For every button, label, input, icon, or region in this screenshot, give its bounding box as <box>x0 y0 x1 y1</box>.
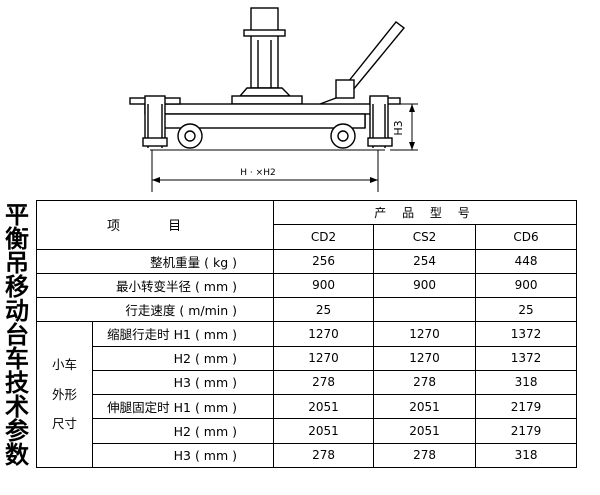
cell: 2179 <box>475 418 578 444</box>
cell: 278 <box>273 369 375 396</box>
table-row: 行走速度 ( m/min ) 25 25 <box>35 297 578 323</box>
cell: 1270 <box>373 345 477 371</box>
row-label: H3 ( mm ) <box>91 442 275 469</box>
model-header: CS2 <box>373 224 477 250</box>
cell: 2051 <box>373 394 477 420</box>
item-header: 项 目 <box>35 200 275 250</box>
cell: 2051 <box>273 394 375 420</box>
cell <box>373 297 477 323</box>
model-header: CD6 <box>475 224 578 250</box>
cell: 278 <box>273 442 375 469</box>
cell: 25 <box>273 297 375 323</box>
left-wheel <box>177 123 203 149</box>
cell: 254 <box>373 248 477 274</box>
right-wheel <box>330 123 356 149</box>
cell: 1270 <box>273 345 375 371</box>
spec-table: 项 目 产 品 型 号 CD2 CS2 CD6 整机重量 ( kg ) 256 … <box>35 199 578 469</box>
side-title-char: 平 <box>5 201 29 229</box>
table-row: H2 ( mm ) 2051 2051 2179 <box>37 418 578 444</box>
table-row: H3 ( mm ) 278 278 318 <box>37 442 578 469</box>
row-label: H2 ( mm ) <box>91 345 275 371</box>
cell: 278 <box>373 442 477 469</box>
cell: 1372 <box>475 345 578 371</box>
table-row: H2 ( mm ) 1270 1270 1372 <box>37 345 578 371</box>
row-label: 行走速度 ( m/min ) <box>35 297 275 323</box>
dim-height-label: H3 <box>392 120 405 135</box>
cell: 448 <box>475 248 578 274</box>
side-title-char: 吊 <box>5 249 29 277</box>
column <box>250 7 279 89</box>
side-title-char: 台 <box>5 321 29 349</box>
table-row: 小车 外形 尺寸 缩腿行走时 H1 ( mm ) 1270 1270 1372 <box>36 321 578 468</box>
product-header: 产 品 型 号 <box>273 199 578 226</box>
side-title-char: 移 <box>5 273 29 301</box>
cell: 2051 <box>273 418 375 444</box>
side-title-char: 数 <box>5 441 29 469</box>
cell: 2179 <box>475 394 578 420</box>
cell: 318 <box>475 442 578 469</box>
cell: 278 <box>373 369 477 396</box>
cell: 318 <box>475 369 578 396</box>
group-label: 小车 外形 尺寸 <box>36 321 93 468</box>
trolley-drawing: H · ×H2 H3 <box>129 7 418 192</box>
row-label: 缩腿行走时 H1 ( mm ) <box>91 321 275 347</box>
side-title-char: 参 <box>5 417 29 445</box>
table-row: 整机重量 ( kg ) 256 254 448 <box>35 248 578 274</box>
row-label: 伸腿固定时 H1 ( mm ) <box>91 394 275 420</box>
side-title-char: 术 <box>5 393 29 421</box>
row-label: 整机重量 ( kg ) <box>35 248 275 274</box>
cell: 256 <box>273 248 375 274</box>
cell: 1270 <box>273 321 375 347</box>
cell: 25 <box>475 297 578 323</box>
cell: 900 <box>373 272 477 299</box>
row-label: 最小转变半径 ( mm ) <box>35 272 275 299</box>
table-row: H3 ( mm ) 278 278 318 <box>37 369 578 396</box>
table-row: 伸腿固定时 H1 ( mm ) 2051 2051 2179 <box>37 394 578 420</box>
cell: 1372 <box>475 321 578 347</box>
cell: 900 <box>475 272 578 299</box>
side-title-char: 衡 <box>5 225 29 253</box>
side-title-char: 车 <box>5 345 29 373</box>
cell: 1270 <box>373 321 477 347</box>
row-label: H3 ( mm ) <box>91 369 275 396</box>
cell: 900 <box>273 272 375 299</box>
model-header: CD2 <box>273 224 375 250</box>
dim-width-label: H · ×H2 <box>240 168 275 178</box>
frame <box>144 103 381 115</box>
side-title-char: 技 <box>5 369 29 397</box>
side-title: 平 衡 吊 移 动 台 车 技 术 参 数 <box>0 201 34 469</box>
side-title-char: 动 <box>5 297 29 325</box>
row-label: H2 ( mm ) <box>91 418 275 444</box>
table-row: 最小转变半径 ( mm ) 900 900 900 <box>35 272 578 299</box>
cell: 2051 <box>373 418 477 444</box>
